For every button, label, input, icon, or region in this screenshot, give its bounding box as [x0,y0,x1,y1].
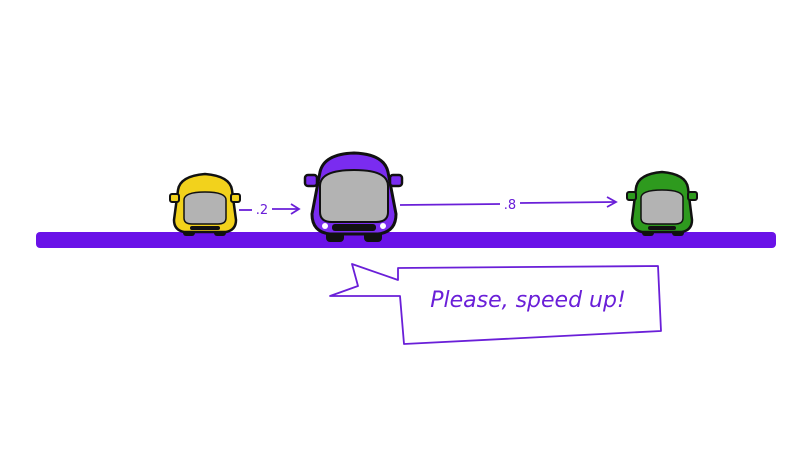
gap-label-right: .8 [504,198,516,213]
car-middle [303,151,404,242]
speech-text: Please, speed up! [430,288,626,313]
gap-label-left: .2 [256,203,268,218]
car-right [626,170,698,236]
speech-bubble: Please, speed up! [329,263,662,345]
car-left [169,172,241,236]
road [36,232,776,248]
gap-arrow-left: .2 [239,203,301,218]
gap-arrow-right: .8 [399,196,618,213]
